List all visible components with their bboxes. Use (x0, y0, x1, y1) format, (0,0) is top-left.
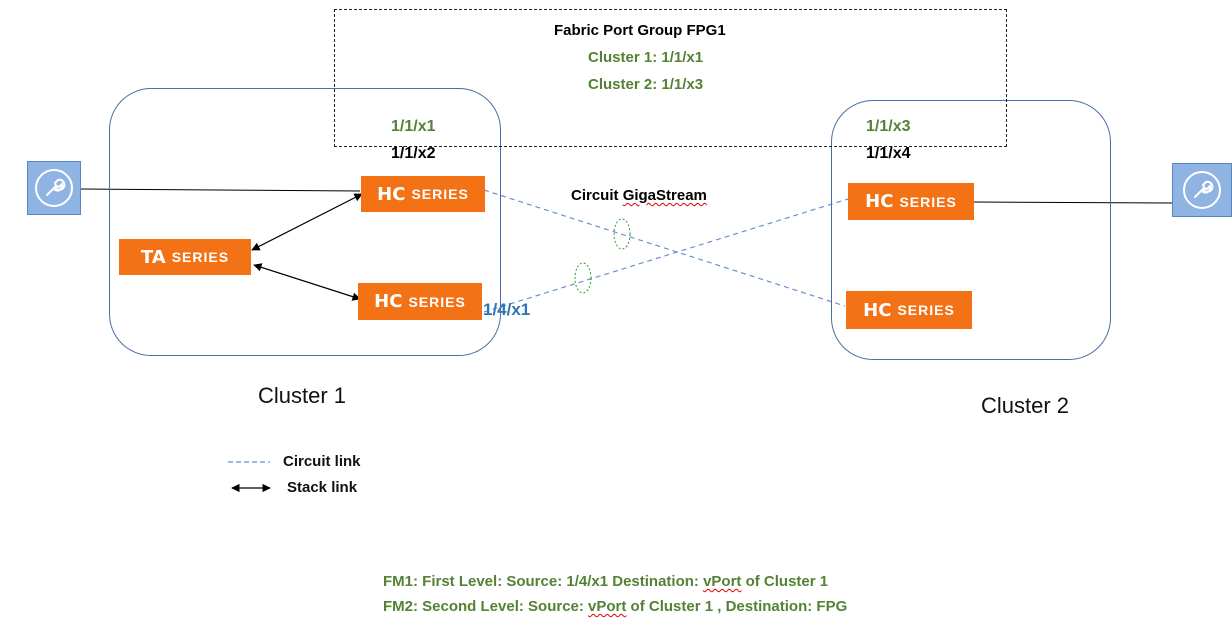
circuit-label-name: GigaStream (622, 187, 707, 204)
hc-series-device-c1-bottom[interactable]: HC SERIES (358, 283, 482, 320)
hc-series-device-c2-top[interactable]: HC SERIES (848, 183, 974, 220)
hc-logo: HC (374, 291, 403, 312)
ta-logo: TA (140, 246, 166, 268)
wrench-icon (46, 178, 66, 196)
cluster1-port-black: 1/1/x2 (391, 145, 436, 162)
fm2-part-c: of Cluster 1 , Destination: FPG (626, 598, 848, 615)
wrench-tool-icon-left[interactable] (27, 161, 81, 215)
cluster1-port-blue: 1/4/x1 (483, 300, 531, 319)
fm2-description: FM2: Second Level: Source: vPort of Clus… (383, 598, 847, 615)
wrench-icon (1194, 180, 1214, 198)
hc-series-device-c2-bottom[interactable]: HC SERIES (846, 291, 972, 329)
fpg-cluster2-port: Cluster 2: 1/1/x3 (588, 76, 704, 93)
circuit-link-b (483, 198, 849, 313)
wrench-tool-icon-right[interactable] (1172, 163, 1232, 217)
series-label: SERIES (899, 193, 957, 210)
stack-link-bottom (253, 263, 361, 301)
tool-link-left (80, 188, 361, 192)
series-label: SERIES (171, 249, 230, 265)
series-label: SERIES (411, 186, 469, 202)
series-label: SERIES (408, 293, 466, 310)
fm1-part-a: FM1: First Level: Source: 1/4/x1 Destina… (383, 573, 704, 590)
circuit-label-prefix: Circuit (571, 187, 623, 204)
fm2-part-a: FM2: Second Level: Source: (383, 598, 589, 615)
hc-series-device-c1-top[interactable]: HC SERIES (361, 176, 485, 212)
cluster2-port-black: 1/1/x4 (866, 145, 911, 162)
cluster-2-label: Cluster 2 (981, 393, 1070, 418)
hc-logo: HC (377, 183, 406, 205)
fm2-part-b: vPort (588, 598, 627, 615)
fm1-part-b: vPort (703, 573, 742, 590)
legend-stack-link-label: Stack link (287, 479, 358, 496)
hc-logo: HC (865, 191, 894, 212)
fabric-port-group-box (334, 9, 1007, 147)
gigastream-ellipse-a (613, 218, 631, 250)
hc-logo: HC (863, 299, 892, 321)
cluster-1-label: Cluster 1 (258, 383, 347, 408)
legend-circuit-link-label: Circuit link (283, 453, 361, 470)
cluster1-port-green: 1/1/x1 (391, 118, 436, 135)
cluster-2-box (831, 100, 1111, 360)
fpg-title: Fabric Port Group FPG1 (554, 22, 726, 39)
circuit-link-a (483, 189, 846, 307)
series-label: SERIES (897, 302, 955, 318)
gigastream-ellipse-b (574, 262, 592, 294)
fm1-part-c: of Cluster 1 (741, 573, 829, 590)
fpg-cluster1-port: Cluster 1: 1/1/x1 (588, 49, 704, 66)
fm1-description: FM1: First Level: Source: 1/4/x1 Destina… (383, 573, 828, 590)
cluster-1-box (109, 88, 501, 356)
stack-link-top (251, 193, 363, 251)
tool-link-right (973, 201, 1173, 204)
ta-series-device[interactable]: TA SERIES (119, 239, 251, 275)
circuit-gigastream-label: Circuit GigaStream (571, 187, 707, 204)
cluster2-port-green: 1/1/x3 (866, 118, 911, 135)
